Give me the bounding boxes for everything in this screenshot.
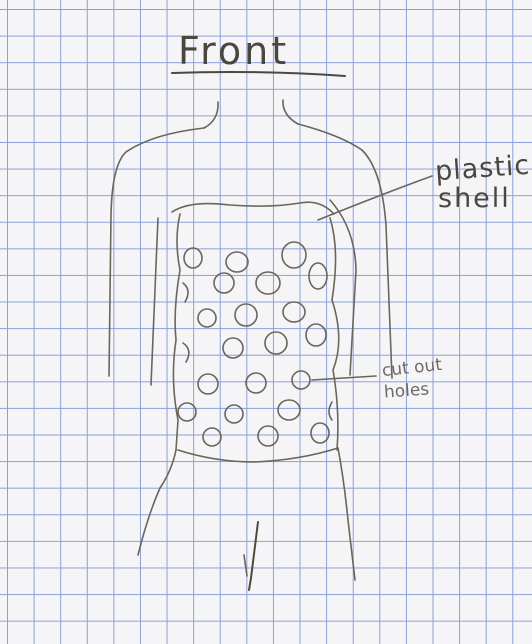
page-title: Front — [178, 32, 289, 70]
hole — [198, 374, 218, 394]
left-inner-arm — [151, 218, 158, 385]
right-shoulder-arm — [298, 124, 392, 378]
holes-leader-line — [312, 376, 376, 380]
leg-gap-stroke — [244, 555, 247, 576]
shell-bottom-edge — [178, 448, 338, 462]
hole-partial — [183, 343, 189, 362]
hole — [223, 338, 243, 358]
hole — [278, 400, 300, 420]
label-holes: holes — [383, 381, 429, 401]
hole-partial — [329, 402, 332, 420]
hole — [309, 263, 327, 289]
left-hip-leg — [138, 450, 176, 555]
hole — [203, 428, 221, 446]
hole — [311, 423, 329, 443]
hole — [282, 242, 306, 268]
hole — [258, 426, 278, 446]
label-plastic: plastic — [434, 152, 531, 186]
hole — [306, 324, 326, 346]
shell-right-edge — [330, 218, 339, 450]
hole-partial — [183, 283, 188, 302]
neck-right — [283, 100, 298, 124]
hole — [235, 304, 257, 326]
leg-gap — [249, 522, 258, 590]
hole — [178, 403, 196, 421]
hole — [198, 309, 216, 327]
shell-leader-line — [318, 176, 432, 220]
holes-group — [178, 242, 332, 446]
hole — [256, 272, 280, 294]
hole — [246, 373, 266, 393]
neck-left — [204, 102, 218, 128]
shell-top-edge — [172, 202, 334, 214]
hole — [214, 273, 234, 293]
hole — [283, 302, 305, 322]
hole — [265, 332, 287, 354]
right-hip-leg — [338, 448, 355, 580]
hole — [292, 371, 310, 389]
hole — [225, 405, 243, 423]
label-shell: shell — [438, 185, 511, 212]
hole — [184, 248, 202, 268]
hole — [226, 252, 248, 272]
